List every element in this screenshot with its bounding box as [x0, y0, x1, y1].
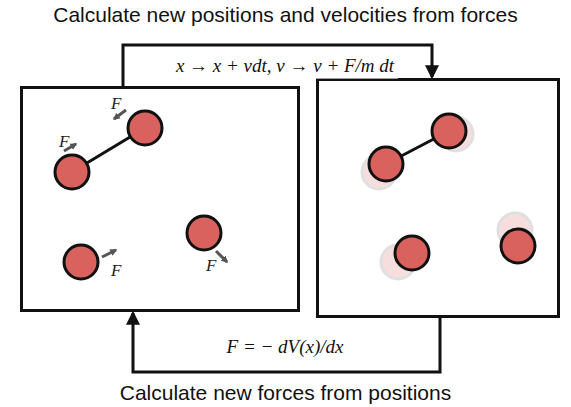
particle	[501, 229, 535, 263]
force-label: F	[111, 262, 121, 279]
force-label: F	[111, 95, 121, 112]
cycle-arrow	[133, 313, 440, 372]
force-arrow	[216, 251, 227, 262]
update-formula: x → x + vdt, v → v + F/m dt	[172, 54, 398, 79]
force-arrow	[102, 250, 116, 257]
particle	[395, 236, 429, 270]
particle	[128, 111, 162, 145]
simulation-box	[316, 78, 560, 318]
particle	[187, 216, 221, 250]
force-label: F	[59, 133, 69, 150]
particle	[432, 114, 466, 148]
force-label: F	[206, 257, 216, 274]
particle	[55, 155, 89, 189]
diagram-caption: Calculate new forces from positions	[0, 380, 571, 405]
particle	[64, 245, 98, 279]
particle	[369, 147, 403, 181]
simulation-box: F F F F	[20, 86, 300, 312]
diagram-title: Calculate new positions and velocities f…	[0, 2, 571, 27]
update-formula: F = − dV(x)/dx	[223, 335, 348, 360]
